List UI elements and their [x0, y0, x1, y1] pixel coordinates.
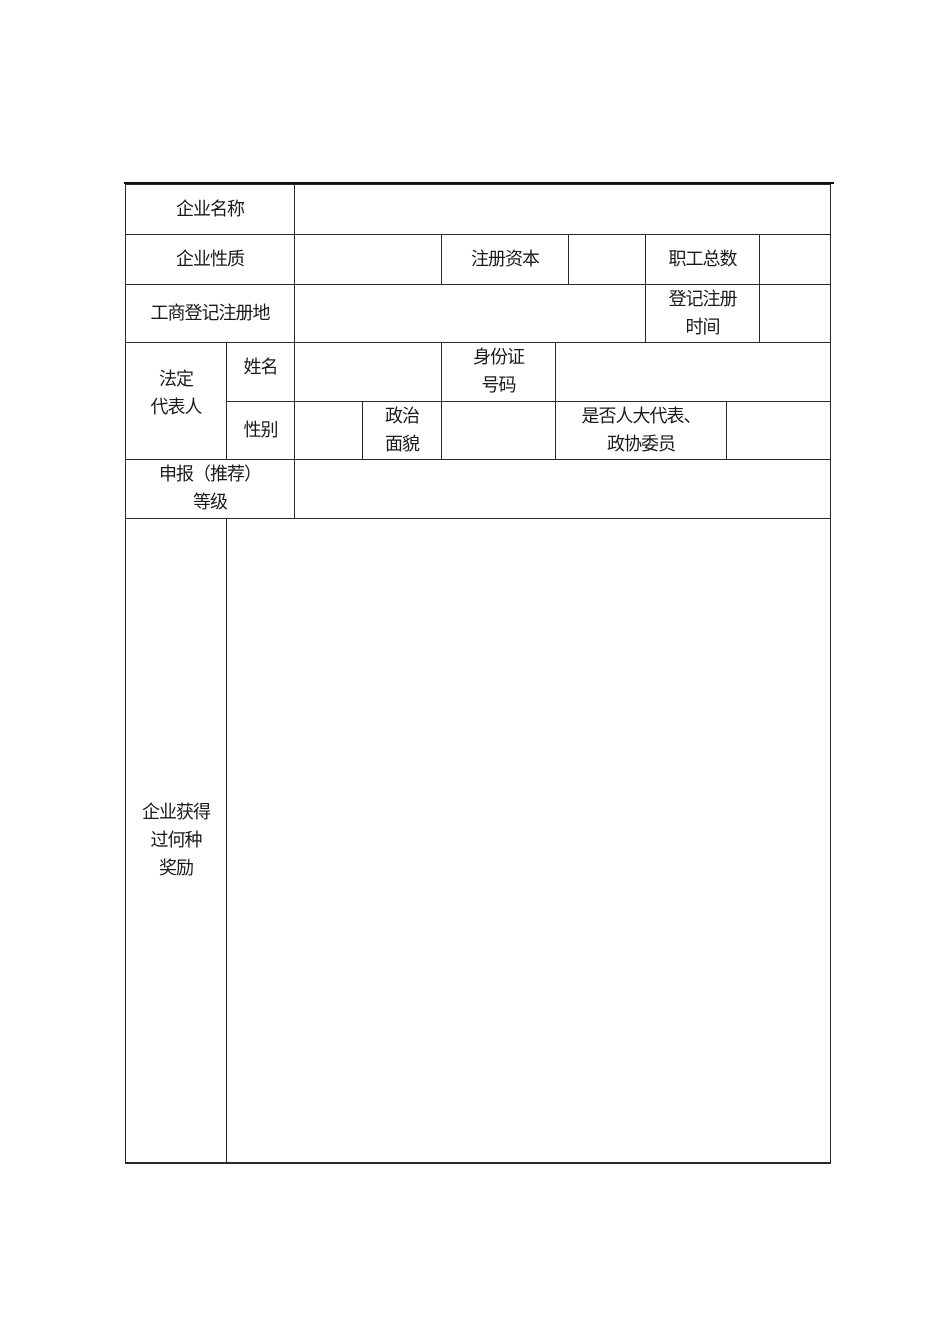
registered-capital-label-text: 注册资本 — [471, 248, 540, 270]
legal-rep-label-text: 法定 代表人 — [150, 369, 203, 418]
awards-label-text: 企业获得 过何种 奖励 — [142, 801, 211, 879]
political-status-field[interactable] — [441, 401, 556, 460]
political-status-label-text: 政治 面貌 — [385, 405, 420, 455]
gender-label: 性别 — [226, 401, 295, 460]
total-employees-label-text: 职工总数 — [668, 248, 738, 270]
apply-level-label: 申报（推荐） 等级 — [125, 459, 295, 519]
awards-label: 企业获得 过何种 奖励 — [125, 518, 227, 1164]
registered-capital-label: 注册资本 — [441, 234, 569, 285]
company-name-field[interactable] — [294, 184, 831, 235]
gender-label-text: 性别 — [243, 419, 279, 441]
registration-place-field[interactable] — [294, 284, 646, 343]
company-type-label-text: 企业性质 — [176, 248, 245, 270]
id-number-label: 身份证 号码 — [441, 342, 556, 402]
rep-name-label-text: 姓名 — [243, 357, 279, 378]
registration-time-label-text: 登记注册 时间 — [668, 288, 738, 338]
id-number-label-text: 身份证 号码 — [473, 347, 525, 396]
registration-time-label: 登记注册 时间 — [645, 284, 760, 343]
gender-field[interactable] — [294, 401, 363, 460]
is-deputy-field[interactable] — [726, 401, 831, 460]
is-deputy-label: 是否人大代表、 政协委员 — [555, 401, 727, 460]
rep-name-label: 姓名 — [226, 342, 295, 402]
registration-place-label-text: 工商登记注册地 — [150, 302, 271, 324]
rep-name-field[interactable] — [294, 342, 442, 402]
total-employees-field[interactable] — [759, 234, 831, 285]
registered-capital-field[interactable] — [568, 234, 646, 285]
id-number-field[interactable] — [555, 342, 831, 402]
company-name-label: 企业名称 — [125, 184, 295, 235]
registration-place-label: 工商登记注册地 — [125, 284, 295, 343]
company-name-label-text: 企业名称 — [176, 198, 245, 220]
total-employees-label: 职工总数 — [645, 234, 760, 285]
political-status-label: 政治 面貌 — [362, 401, 442, 460]
awards-field[interactable] — [226, 518, 831, 1164]
apply-level-label-text: 申报（推荐） 等级 — [159, 464, 262, 513]
company-type-label: 企业性质 — [125, 234, 295, 285]
apply-level-field[interactable] — [294, 459, 831, 519]
is-deputy-label-text: 是否人大代表、 政协委员 — [581, 405, 702, 455]
legal-rep-label: 法定 代表人 — [125, 342, 227, 460]
table-top-border — [124, 182, 834, 184]
registration-time-field[interactable] — [759, 284, 831, 343]
company-type-field[interactable] — [294, 234, 442, 285]
